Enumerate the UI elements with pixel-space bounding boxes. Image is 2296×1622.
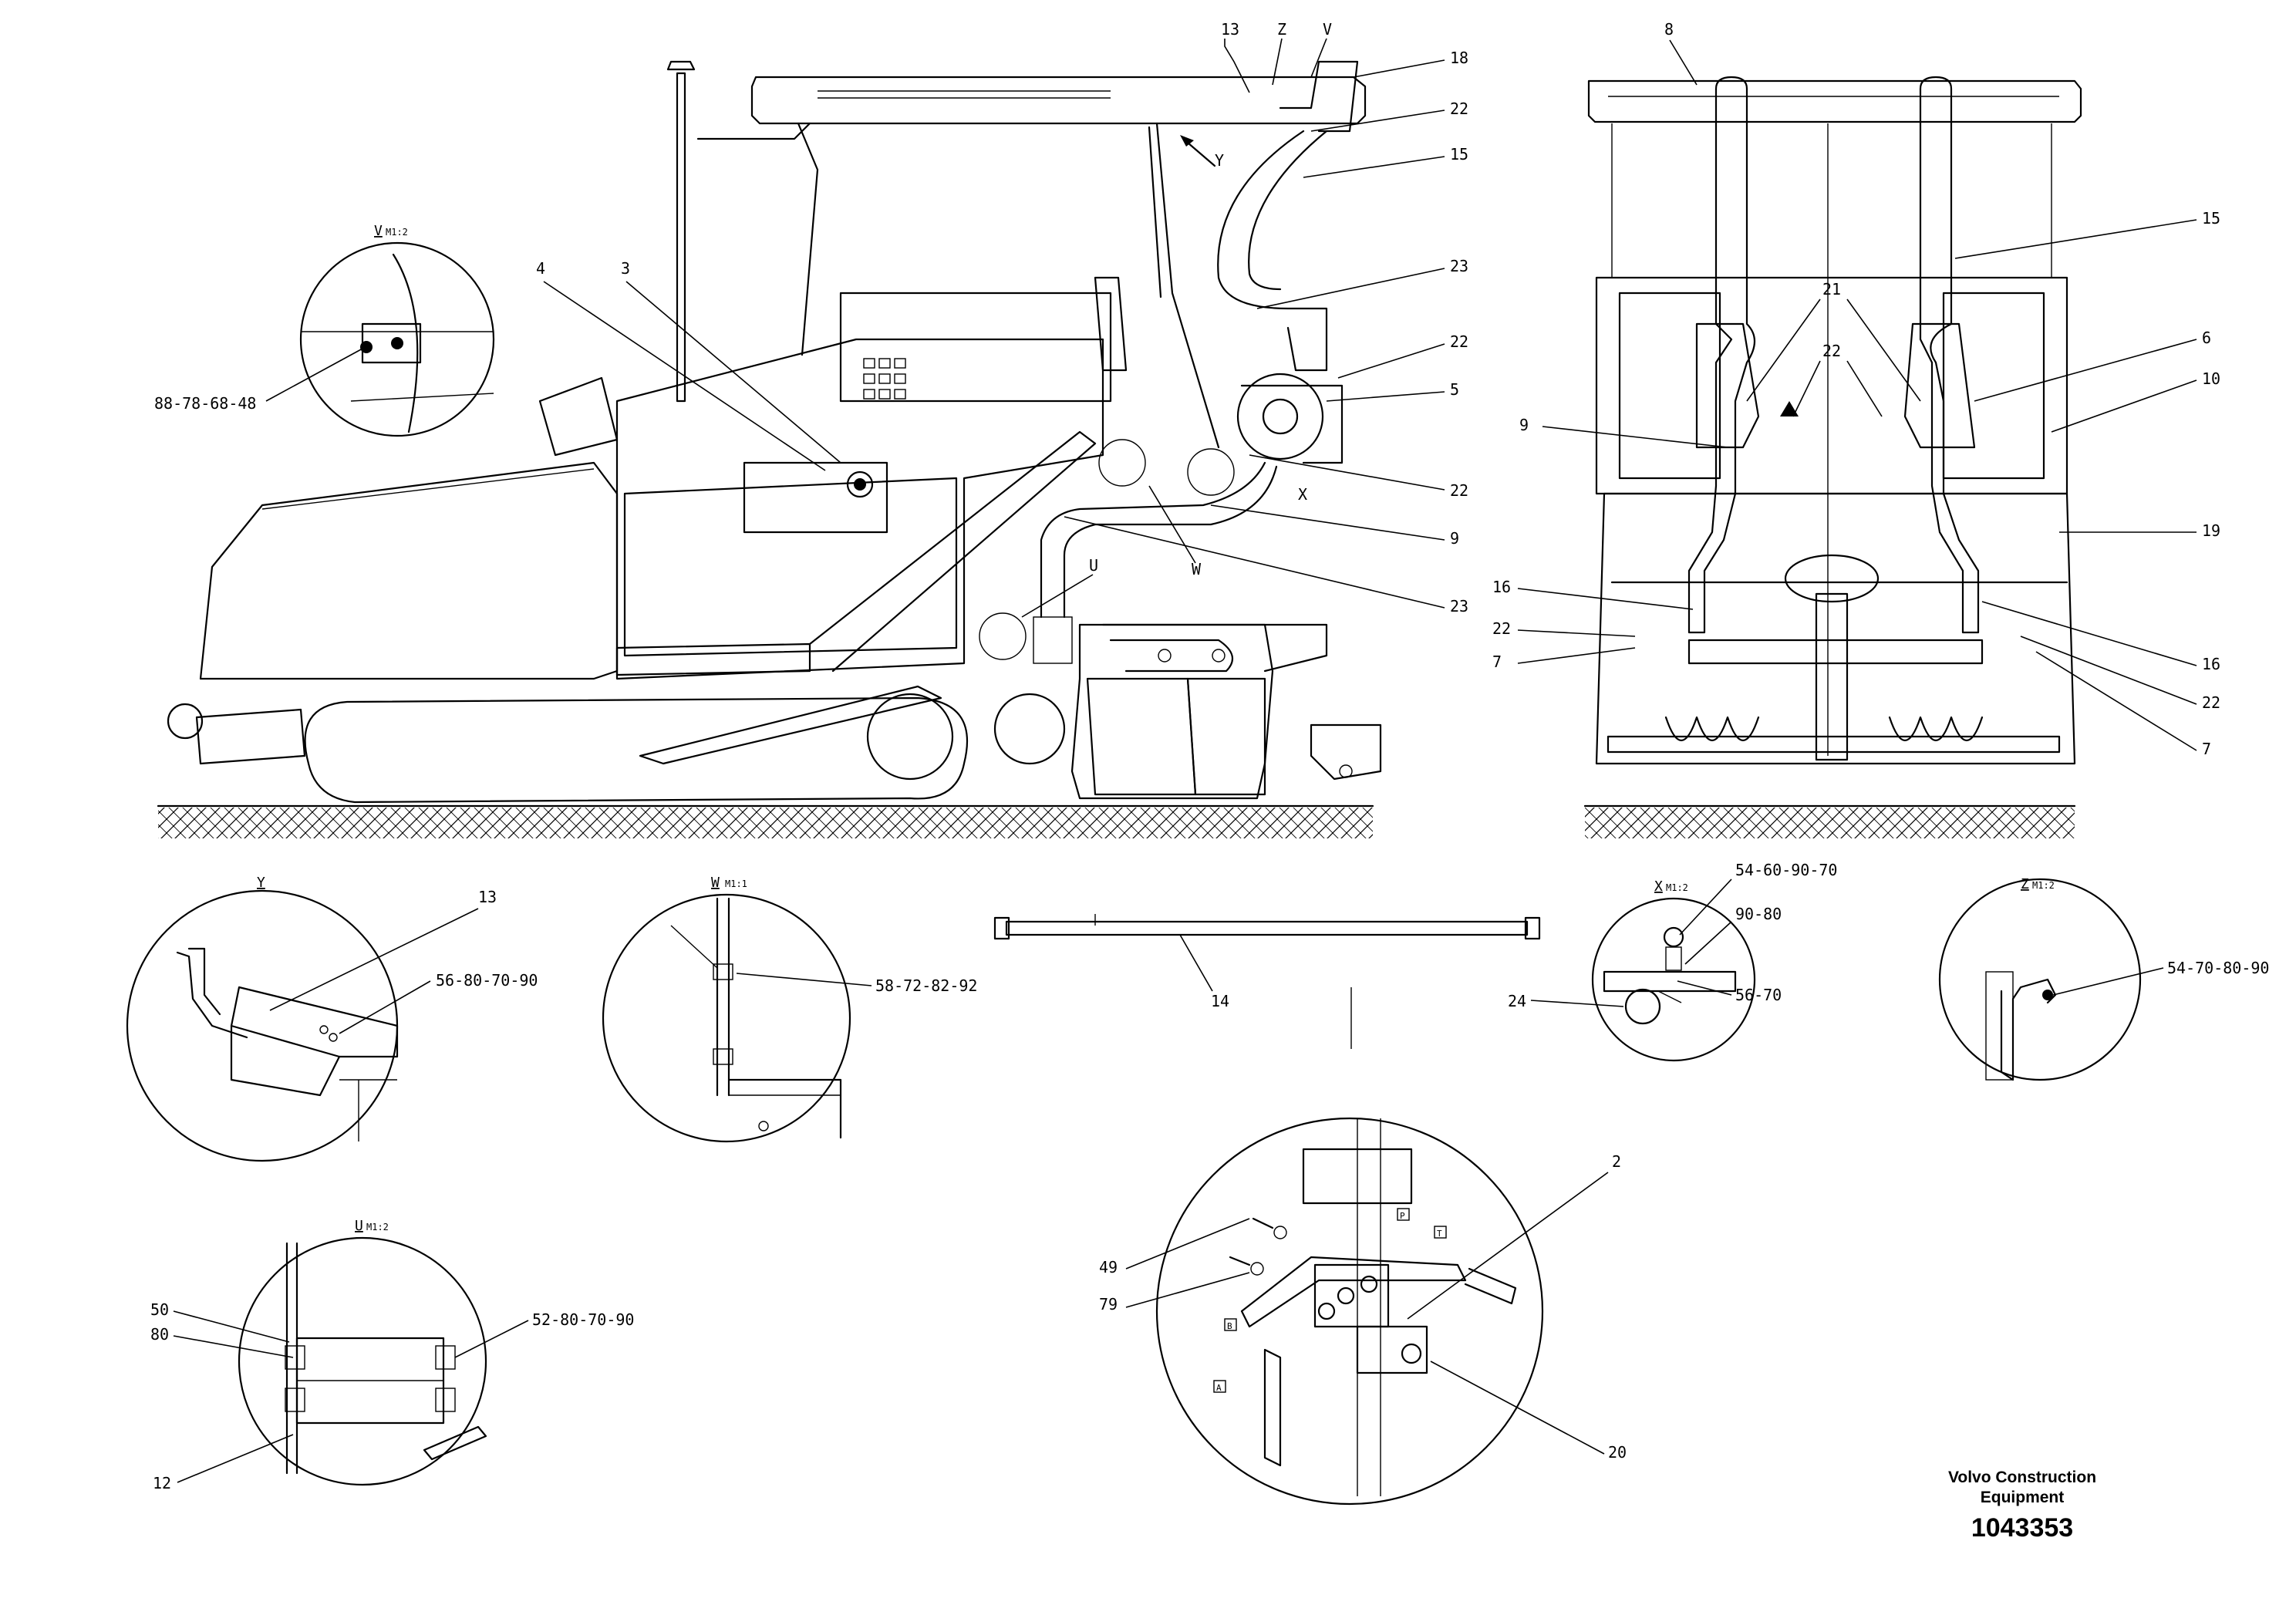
detail-view-y: Y 13 56-80-70-90 [126, 875, 538, 1162]
control-buttons [863, 358, 906, 400]
title-block: Volvo Construction Equipment 1043353 [1948, 1469, 2096, 1543]
detail-x-callout-a: 54-60-90-70 [1735, 861, 1837, 879]
callout-w: W [1192, 560, 1202, 578]
detail-u-callout-50: 50 [150, 1300, 169, 1319]
callout-22: 22 [1822, 342, 1841, 360]
side-view-callouts: 13 Z V 18 22 15 23 22 5 22 9 23 4 3 Y X … [536, 20, 1468, 618]
auger-flights [1664, 716, 1984, 742]
callout-22: 22 [1450, 99, 1468, 118]
callout-15: 15 [1450, 145, 1468, 164]
callout-16: 16 [2202, 655, 2220, 673]
detail-u-callout-12: 12 [153, 1474, 171, 1492]
detail-u-scale: M1:2 [366, 1222, 389, 1233]
callout-22: 22 [1492, 619, 1511, 638]
callout-21: 21 [1822, 280, 1841, 298]
callout-23: 23 [1450, 597, 1468, 615]
callout-6: 6 [2202, 329, 2211, 347]
detail-v-scale: M1:2 [386, 227, 408, 238]
detail-w-scale: M1:1 [725, 878, 747, 889]
detail-view-valve: P T B A 49 79 2 20 [1099, 1117, 1627, 1506]
hose-14: 14 [993, 914, 1541, 1049]
callout-15: 15 [2202, 209, 2220, 228]
hose-14-callout: 14 [1211, 992, 1229, 1010]
callout-v: V [1323, 20, 1332, 39]
callout-y: Y [1215, 151, 1224, 170]
callout-8: 8 [1664, 20, 1674, 39]
detail-view-w: W M1:1 58-72-82-92 [602, 875, 977, 1143]
side-view [157, 60, 1382, 838]
detail-v-title: V [374, 223, 383, 239]
callout-4: 4 [536, 259, 545, 278]
detail-x-callout-b: 90-80 [1735, 905, 1782, 923]
detail-w-title: W [711, 875, 720, 891]
valve-port-p: P [1400, 1211, 1405, 1221]
detail-x-callout-c: 56-70 [1735, 986, 1782, 1004]
callout-u: U [1089, 556, 1098, 575]
callout-5: 5 [1450, 380, 1459, 399]
detail-y-callout-b: 56-80-70-90 [436, 971, 538, 990]
detail-view-u: U M1:2 50 80 52-80-70-90 12 [150, 1218, 634, 1492]
detail-y-callout-13: 13 [478, 888, 497, 906]
callout-22: 22 [1450, 481, 1468, 500]
rear-view [1583, 76, 2082, 838]
detail-u-callout-80: 80 [150, 1325, 169, 1344]
valve-callout-20: 20 [1608, 1443, 1627, 1462]
valve-port-b: B [1227, 1321, 1232, 1331]
callout-22: 22 [2202, 693, 2220, 712]
valve-callout-79: 79 [1099, 1295, 1118, 1313]
detail-x-callout-24: 24 [1508, 992, 1526, 1010]
callout-7: 7 [2202, 740, 2211, 758]
callout-x: X [1298, 485, 1307, 504]
company-name-line1: Volvo Construction [1948, 1469, 2096, 1486]
detail-view-x: X M1:2 54-60-90-70 90-80 56-70 24 [1508, 861, 1837, 1062]
callout-18: 18 [1450, 49, 1468, 67]
valve-callout-2: 2 [1612, 1152, 1621, 1171]
callout-13: 13 [1221, 20, 1239, 39]
valve-port-a: A [1216, 1383, 1222, 1393]
valve-callout-49: 49 [1099, 1258, 1118, 1276]
detail-view-z: Z M1:2 54-70-80-90 [1938, 876, 2269, 1081]
detail-w-callout: 58-72-82-92 [875, 976, 977, 995]
detail-x-scale: M1:2 [1666, 882, 1688, 893]
callout-10: 10 [2202, 369, 2220, 388]
detail-view-v: V M1:2 88-78-68-48 [154, 223, 495, 437]
detail-v-callout: 88-78-68-48 [154, 394, 256, 413]
detail-u-callout-c: 52-80-70-90 [532, 1310, 634, 1329]
callout-22: 22 [1450, 332, 1468, 351]
company-name-line2: Equipment [1981, 1489, 2065, 1506]
callout-16: 16 [1492, 578, 1511, 596]
detail-z-title: Z [2021, 876, 2029, 892]
detail-z-scale: M1:2 [2032, 880, 2055, 891]
callout-19: 19 [2202, 521, 2220, 540]
callout-9: 9 [1519, 416, 1529, 434]
callout-3: 3 [621, 259, 630, 278]
document-number: 1043353 [1971, 1513, 2073, 1543]
ground-hatch [158, 808, 1373, 838]
rear-view-callouts: 8 15 21 22 6 10 9 19 16 22 7 16 22 7 [1492, 20, 2220, 758]
detail-u-title: U [355, 1218, 363, 1234]
callout-z: Z [1277, 20, 1286, 39]
detail-z-callout: 54-70-80-90 [2167, 959, 2269, 977]
detail-y-title: Y [257, 875, 265, 891]
callout-9: 9 [1450, 529, 1459, 548]
callout-7: 7 [1492, 653, 1502, 671]
callout-23: 23 [1450, 257, 1468, 275]
valve-port-t: T [1437, 1229, 1442, 1239]
detail-x-title: X [1654, 878, 1663, 895]
